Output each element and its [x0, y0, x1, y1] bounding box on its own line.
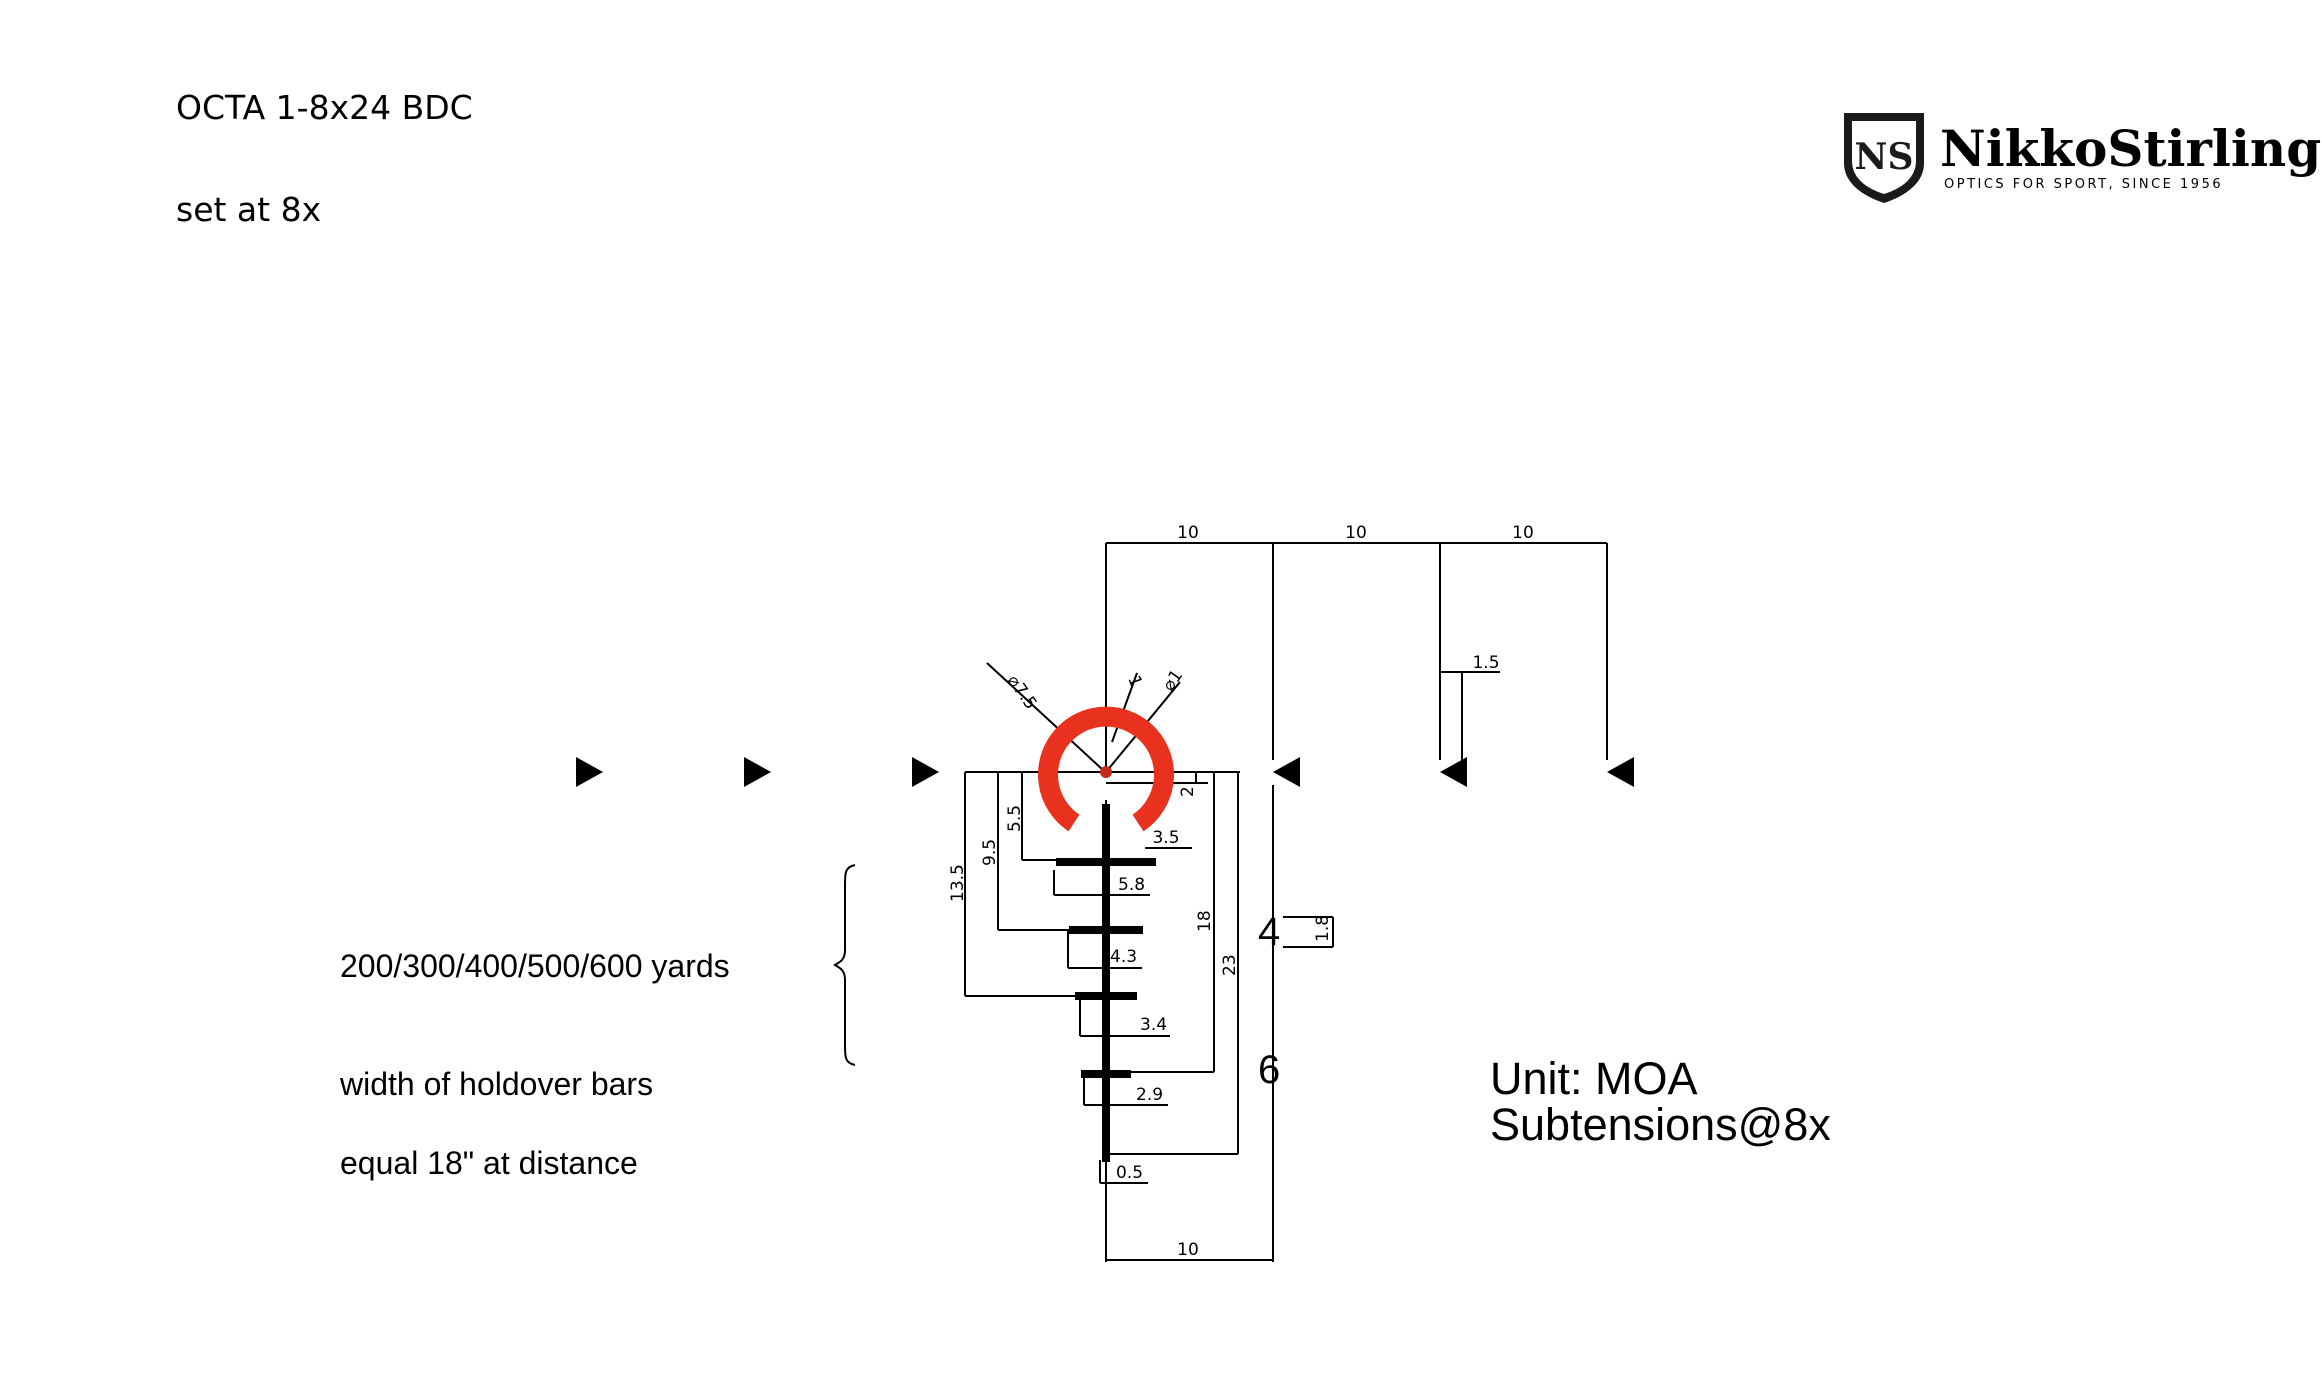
dim-bar-4: 2.9 — [1136, 1085, 1163, 1105]
dim-drop-3: 13.5 — [948, 864, 968, 902]
holdover-triangle-right-3 — [1607, 757, 1634, 787]
dim-bar-2: 4.3 — [1110, 947, 1137, 967]
dim-bar-5: 0.5 — [1116, 1163, 1143, 1183]
dim-drop-1: 5.5 — [1005, 805, 1025, 832]
dim-bar-1: 5.8 — [1118, 875, 1145, 895]
dim-post-top: 3.5 — [1152, 828, 1179, 848]
logo-mark: NS — [1855, 136, 1914, 178]
page-title: OCTA 1-8x24 BDC — [176, 88, 473, 127]
dim-tick-width: 1.5 — [1472, 653, 1499, 673]
note-yards: 200/300/400/500/600 yards — [340, 948, 730, 984]
holdover-triangle-right-2 — [1440, 757, 1467, 787]
dim-ring-width: 1 — [1123, 673, 1145, 690]
brand-logo: NS NikkoStirling OPTICS FOR SPORT, SINCE… — [1840, 105, 2321, 215]
dim-dot-diameter: ⌀1 — [1159, 666, 1187, 695]
dim-gap: 2 — [1178, 786, 1198, 797]
dim-bottom: 10 — [1177, 1240, 1199, 1260]
font-ref-4: 4 — [1258, 910, 1280, 954]
holdover-triangle-left-3 — [912, 757, 939, 787]
dim-drop-5: 23 — [1220, 954, 1240, 976]
note-equal: equal 18" at distance — [340, 1145, 638, 1181]
dim-drop-4: 18 — [1195, 910, 1215, 932]
shield-icon: NS — [1844, 113, 1924, 203]
logo-tagline: OPTICS FOR SPORT, SINCE 1956 — [1944, 177, 2224, 192]
dim-top-3: 10 — [1512, 523, 1534, 543]
dim-top-1: 10 — [1177, 523, 1199, 543]
dim-top-2: 10 — [1345, 523, 1367, 543]
unit-label: Unit: MOA — [1490, 1053, 1698, 1104]
holdover-triangle-left-1 — [576, 757, 603, 787]
logo-name: NikkoStirling — [1940, 119, 2322, 178]
font-ref-4-size: 1.8 — [1313, 915, 1333, 942]
font-ref-6: 6 — [1258, 1048, 1280, 1092]
subtension-label: Subtensions@8x — [1490, 1099, 1831, 1150]
page-subtitle: set at 8x — [176, 190, 322, 229]
holdover-triangle-right-1 — [1273, 757, 1300, 787]
holdover-triangle-left-2 — [744, 757, 771, 787]
dim-bar-3: 3.4 — [1140, 1015, 1167, 1035]
note-width: width of holdover bars — [340, 1066, 654, 1102]
dim-drop-2: 9.5 — [980, 839, 1000, 866]
